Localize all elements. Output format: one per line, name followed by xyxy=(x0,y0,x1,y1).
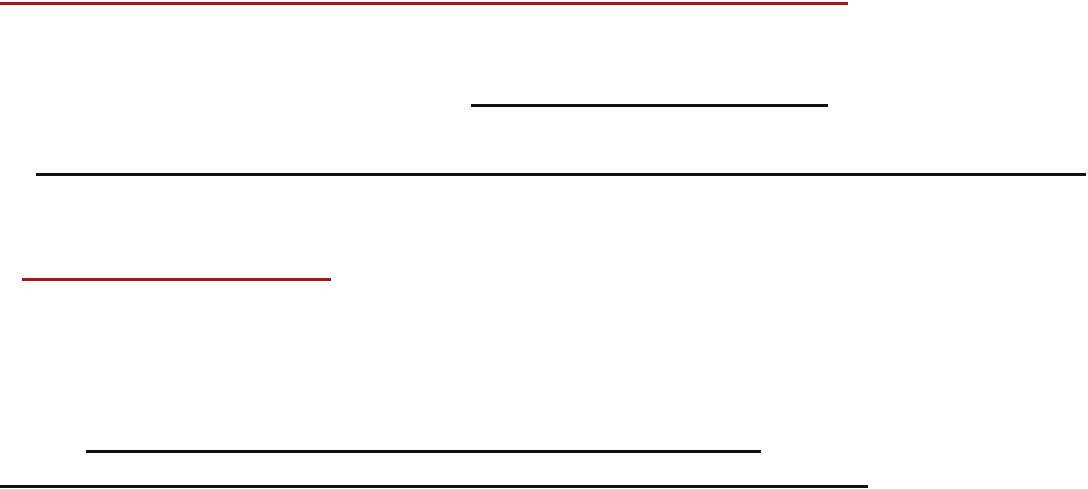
horizontal-rule-black xyxy=(86,450,761,453)
horizontal-rule-black xyxy=(0,485,868,488)
horizontal-rule-black xyxy=(471,104,828,107)
horizontal-rule-red xyxy=(0,2,848,5)
horizontal-rule-red xyxy=(22,278,331,281)
horizontal-rule-black xyxy=(36,173,1086,176)
